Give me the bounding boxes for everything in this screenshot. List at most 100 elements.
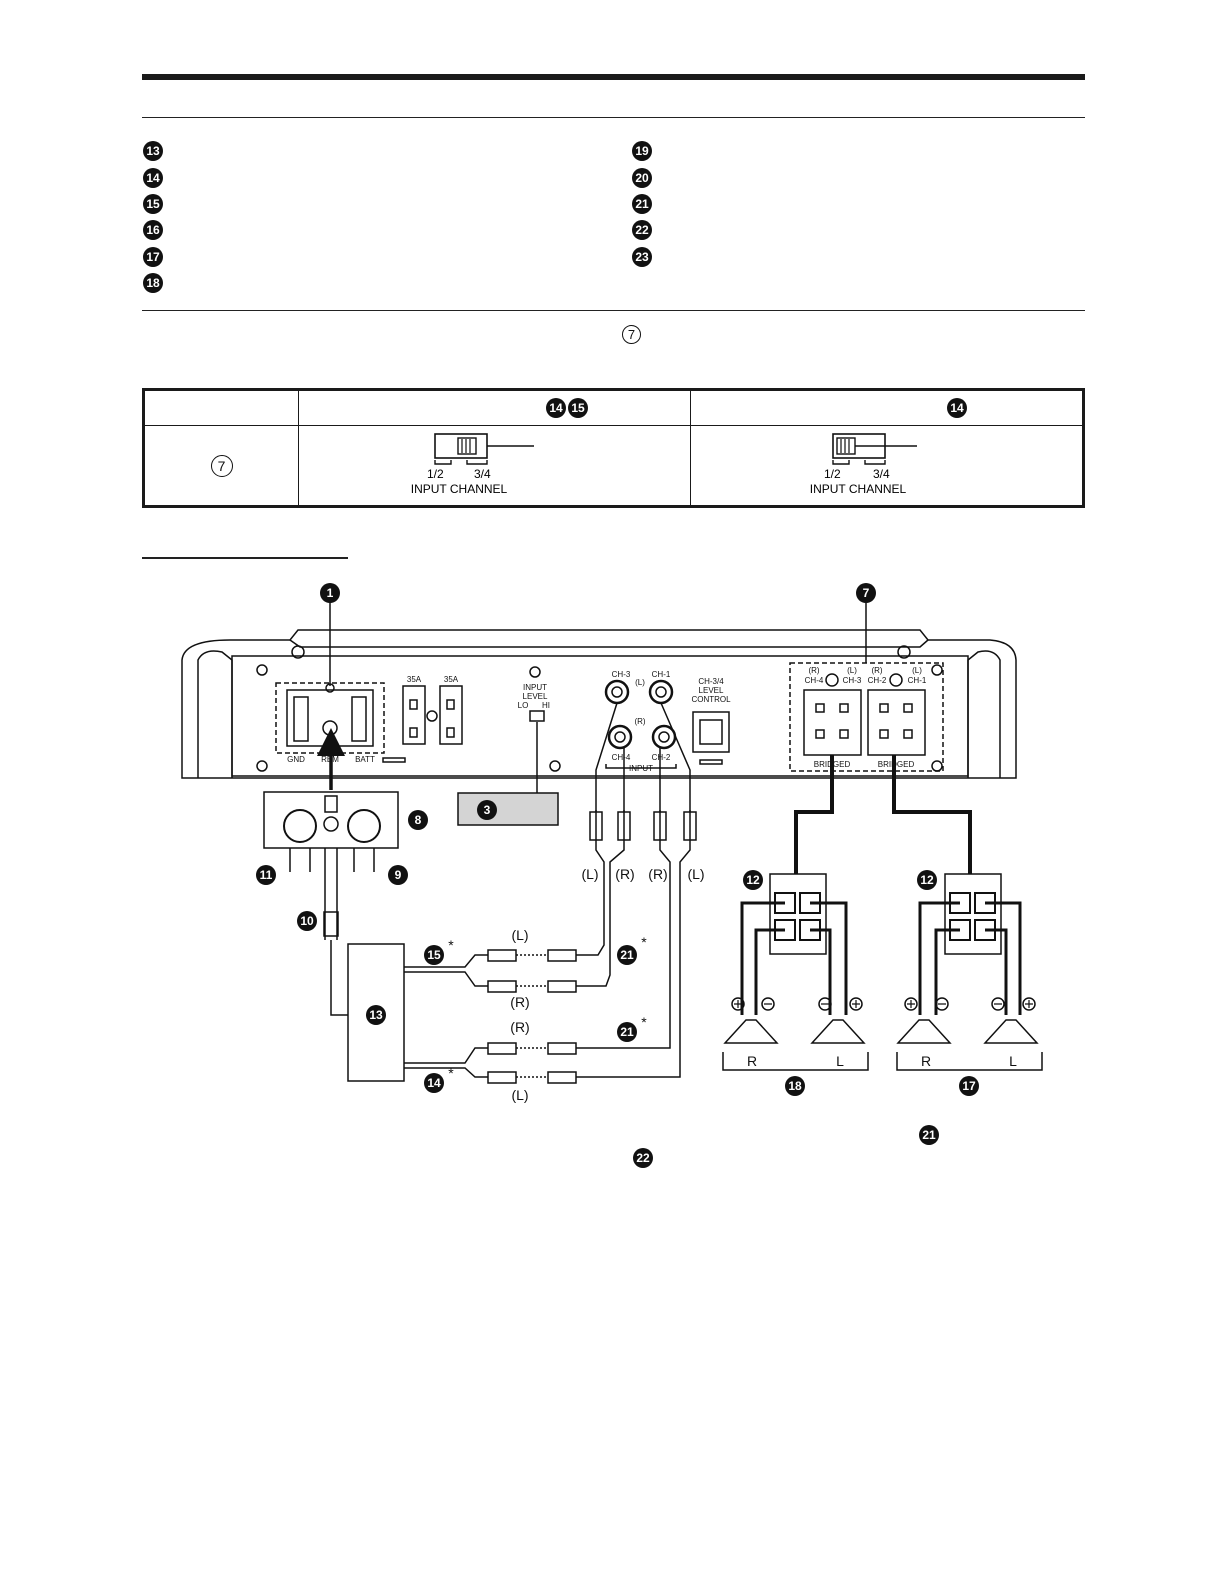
callout-1: 1 (327, 586, 334, 600)
legend-item: 16 (143, 217, 163, 243)
batt-plug (347, 809, 381, 843)
bridged-label: BRIDGED (878, 760, 915, 769)
screw (931, 664, 943, 676)
legend-item: 23 (632, 244, 652, 270)
fuse-element (446, 727, 455, 738)
callout-7: 7 (863, 586, 870, 600)
callout-21: 21 (922, 1128, 936, 1142)
callout-badge (424, 1073, 444, 1093)
rca-l-label: (L) (687, 866, 704, 882)
rem-label: REM (321, 755, 339, 764)
callout-21: 21 (620, 948, 634, 962)
table-cell: 1/2 3/4 INPUT CHANNEL (690, 425, 1084, 507)
rem-terminal (322, 720, 338, 736)
speaker-r2 (896, 1019, 952, 1044)
speaker-wires-1 (740, 901, 848, 1015)
speaker-port (879, 729, 889, 739)
callout-22: 22 (636, 1151, 650, 1165)
level-control-label: CH-3/4 (698, 677, 724, 686)
power-connector (263, 791, 399, 849)
rca-extension-21a (576, 880, 611, 987)
fuse-element (409, 699, 418, 710)
asterisk: * (641, 934, 647, 950)
amp-top-edge (289, 639, 929, 648)
head-unit (347, 943, 405, 1082)
legend-item: 21 (632, 191, 652, 217)
rca-ch1[interactable] (648, 679, 674, 705)
switch-knob (457, 437, 477, 455)
asterisk: * (448, 1065, 454, 1081)
bridged-label: BRIDGED (814, 760, 851, 769)
minus-symbol (818, 997, 832, 1011)
source-r-label: (R) (510, 994, 529, 1010)
legend-item: 20 (632, 164, 652, 190)
rca-ch4[interactable] (607, 724, 633, 750)
speaker-wires-2 (918, 901, 1022, 1015)
plus-symbol (904, 997, 918, 1011)
rem-plug (323, 816, 339, 832)
power-cables (289, 848, 375, 872)
bridged-cable-2 (892, 755, 972, 874)
wiring-diagram: 35A 35A GND REM BATT INPUT LEVEL LO HI C… (181, 583, 1043, 1168)
input-level-switch[interactable] (529, 710, 545, 722)
callout-21: 21 (620, 1025, 634, 1039)
callout-badge (917, 870, 937, 890)
note-reference: 7 (622, 325, 641, 344)
level-control-port[interactable] (692, 711, 730, 753)
legend-badge: 17 (143, 246, 163, 267)
amp-left-fin (197, 650, 233, 778)
fuse (439, 685, 463, 745)
header-badge: 14 (947, 398, 967, 418)
legend-badge: 19 (632, 141, 652, 162)
callout-badge (617, 1022, 637, 1042)
callout-3: 3 (484, 803, 491, 817)
rca-plug (487, 980, 517, 993)
gnd-label: GND (287, 755, 305, 764)
fuse (402, 685, 426, 745)
batt-terminal (351, 696, 367, 742)
table-header-cell: 14 (690, 389, 1084, 426)
legend-badge: 18 (143, 273, 163, 294)
speaker-r-label: R (747, 1053, 757, 1069)
callout-badge (617, 945, 637, 965)
input-label: INPUT (629, 764, 653, 773)
head-unit-remote-wire (330, 940, 348, 1016)
callout-15: 15 (427, 948, 441, 962)
speaker-l-label: L (1009, 1053, 1017, 1069)
rca-joint (516, 1047, 548, 1078)
callout-badge (785, 1076, 805, 1096)
rca-plug (547, 980, 577, 993)
speaker-l-label: (L) (847, 666, 857, 675)
speaker-r-label: R (921, 1053, 931, 1069)
led (382, 757, 406, 763)
callout-badge (743, 870, 763, 890)
speaker-r-label: (R) (871, 666, 882, 675)
led (699, 759, 723, 765)
fuse-element (409, 727, 418, 738)
legend-badge: 21 (632, 193, 652, 214)
source-l-label: (L) (511, 927, 528, 943)
minus-symbol (761, 997, 775, 1011)
header-badges: 14 15 (546, 398, 588, 418)
row-badge: 7 (210, 454, 233, 477)
callout-badge (477, 800, 497, 820)
legend-item: 15 (143, 191, 163, 217)
rca-ch3[interactable] (604, 679, 630, 705)
rca-into-amp (595, 702, 691, 812)
speaker-ch4-label: CH-4 (805, 676, 824, 685)
callout-badge (256, 865, 276, 885)
screw (549, 760, 561, 772)
legend-badge: 23 (632, 246, 652, 267)
rca-extension-21b (576, 880, 681, 1078)
legend-item: 22 (632, 217, 652, 243)
screw (256, 664, 268, 676)
speaker-block-2 (944, 873, 1002, 955)
batt-label: BATT (355, 755, 375, 764)
legend-badge: 13 (143, 141, 163, 162)
input-l-label: (L) (635, 678, 645, 687)
plus-symbol (849, 997, 863, 1011)
minus-symbol (991, 997, 1005, 1011)
ch3-label: CH-3 (612, 670, 631, 679)
input-level-label: INPUT (523, 683, 547, 692)
callout-9: 9 (395, 868, 402, 882)
